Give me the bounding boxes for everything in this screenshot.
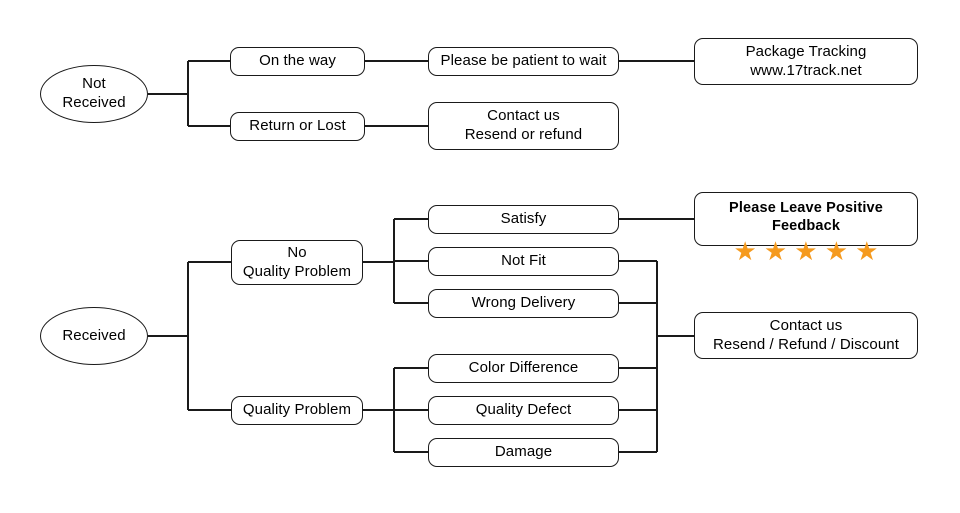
star-icon[interactable]: ★ <box>733 236 757 267</box>
node-package-tracking-line2: www.17track.net <box>750 61 862 79</box>
node-not-received-line2: Received <box>62 94 126 111</box>
node-satisfy[interactable]: Satisfy <box>428 205 619 234</box>
node-on-the-way-label: On the way <box>259 52 336 70</box>
node-no-quality-problem-line1: No <box>287 243 307 261</box>
node-return-or-lost-label: Return or Lost <box>249 117 346 135</box>
node-not-fit[interactable]: Not Fit <box>428 247 619 276</box>
node-positive-feedback[interactable]: Please Leave Positive Feedback ★★★★★ <box>694 192 918 264</box>
node-please-be-patient-label: Please be patient to wait <box>440 52 607 70</box>
star-icon[interactable]: ★ <box>855 236 879 267</box>
node-color-difference[interactable]: Color Difference <box>428 354 619 383</box>
node-contact-discount-line2: Resend / Refund / Discount <box>712 335 900 353</box>
node-not-received-line1: Not <box>82 75 106 93</box>
node-package-tracking-line1: Package Tracking <box>745 42 867 60</box>
star-icon[interactable]: ★ <box>824 236 849 267</box>
node-return-or-lost[interactable]: Return or Lost <box>230 112 365 141</box>
feedback-title: Please Leave Positive Feedback <box>729 200 883 235</box>
node-quality-defect[interactable]: Quality Defect <box>428 396 619 425</box>
node-wrong-delivery-label: Wrong Delivery <box>471 294 576 312</box>
node-not-fit-label: Not Fit <box>501 252 546 270</box>
node-contact-resend-refund-discount[interactable]: Contact us Resend / Refund / Discount <box>694 312 918 359</box>
node-received[interactable]: Received <box>40 307 148 365</box>
node-contact-discount-line1: Contact us <box>769 316 843 334</box>
node-wrong-delivery[interactable]: Wrong Delivery <box>428 289 619 318</box>
star-icon[interactable]: ★ <box>763 236 788 267</box>
node-no-quality-problem[interactable]: No Quality Problem <box>231 240 363 285</box>
node-damage-label: Damage <box>494 443 553 461</box>
node-quality-problem[interactable]: Quality Problem <box>231 396 363 425</box>
node-received-label: Received <box>62 326 126 344</box>
node-not-received[interactable]: Not Received <box>40 65 148 123</box>
node-damage[interactable]: Damage <box>428 438 619 467</box>
node-package-tracking[interactable]: Package Tracking www.17track.net <box>694 38 918 85</box>
node-quality-defect-label: Quality Defect <box>475 401 572 419</box>
node-quality-problem-label: Quality Problem <box>242 401 352 419</box>
star-icon[interactable]: ★ <box>794 236 818 267</box>
node-on-the-way[interactable]: On the way <box>230 47 365 76</box>
node-no-quality-problem-line2: Quality Problem <box>242 262 352 280</box>
node-please-be-patient[interactable]: Please be patient to wait <box>428 47 619 76</box>
node-satisfy-label: Satisfy <box>500 210 547 228</box>
star-rating[interactable]: ★★★★★ <box>733 238 878 264</box>
node-color-difference-label: Color Difference <box>468 359 579 377</box>
node-contact-resend-or-refund-line1: Contact us <box>487 107 560 125</box>
node-contact-resend-or-refund[interactable]: Contact us Resend or refund <box>428 102 619 150</box>
node-contact-resend-or-refund-line2: Resend or refund <box>464 126 583 143</box>
